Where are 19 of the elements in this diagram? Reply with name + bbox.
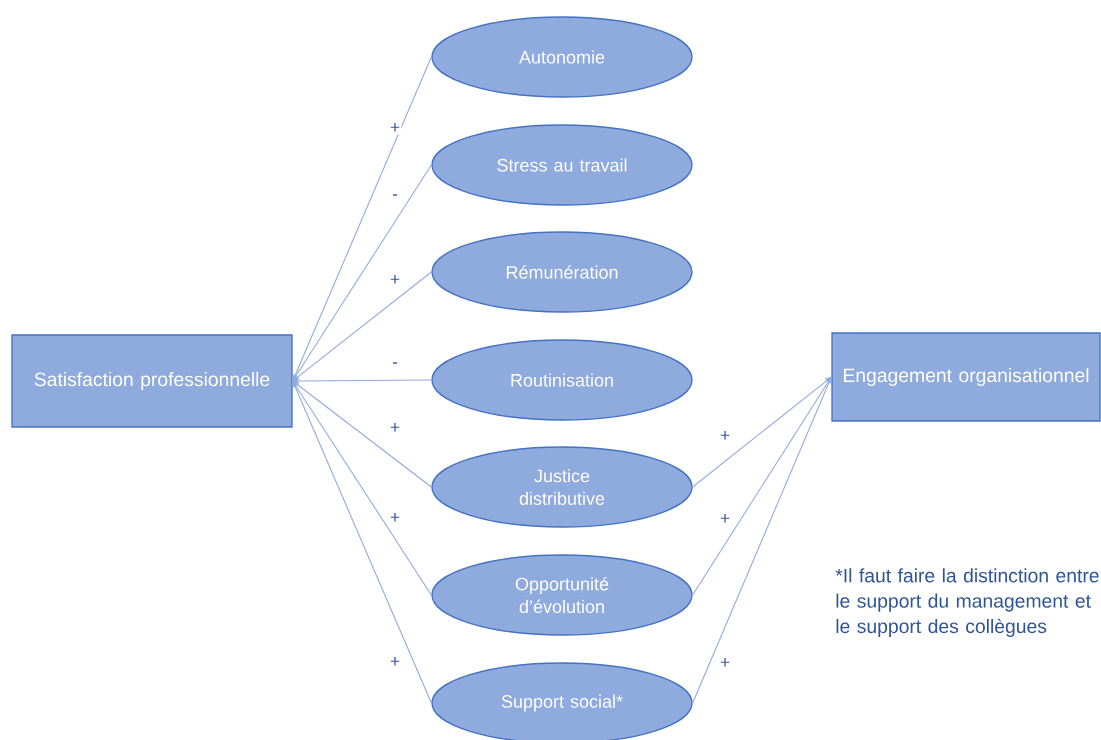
- edge-label: +: [388, 121, 402, 135]
- edge-label: +: [718, 656, 732, 670]
- process-box: Satisfaction professionnelle: [11, 334, 293, 428]
- edge-label: +: [718, 512, 732, 526]
- arrow: [292, 164, 432, 381]
- arrow: [692, 377, 832, 704]
- edge-label: +: [388, 421, 402, 435]
- process-box: Engagement organisationnel: [831, 332, 1101, 422]
- arrow: [692, 377, 832, 596]
- note: *Il faut faire la distinction entre le support du management et le support des collègues: [835, 568, 1099, 637]
- edge-label: +: [388, 655, 402, 669]
- edge-label: +: [388, 511, 402, 525]
- arrow: [292, 381, 432, 704]
- edge-label: -: [390, 361, 400, 369]
- edge-label: +: [388, 273, 402, 287]
- arrow: [292, 56, 432, 381]
- edge-label: -: [390, 193, 400, 201]
- arrow: [292, 381, 432, 596]
- edge-label: +: [718, 429, 732, 443]
